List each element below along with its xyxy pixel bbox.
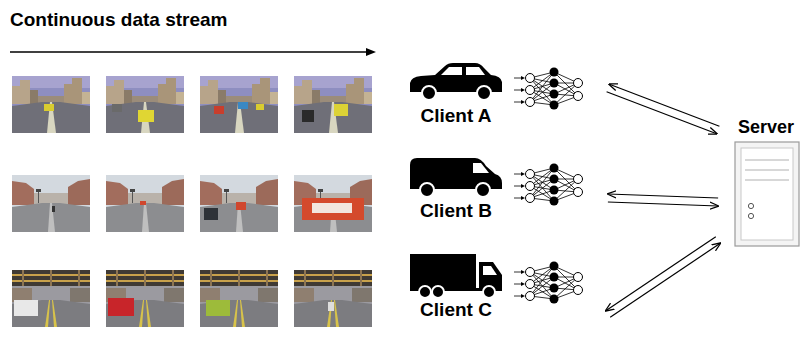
connector-arrow — [607, 92, 717, 134]
connector-arrow — [608, 202, 718, 206]
client-label: Client A — [405, 105, 507, 127]
client-node: Client B — [405, 157, 605, 226]
connector-arrow — [608, 194, 718, 198]
client-node: Client C — [405, 254, 605, 325]
client-label: Client C — [405, 299, 507, 321]
client-node: Client A — [405, 62, 605, 131]
connector-arrow — [606, 237, 716, 311]
title: Continuous data stream — [10, 9, 227, 31]
server-label: Server — [728, 117, 804, 138]
server-node: Server — [728, 114, 804, 252]
connector-arrow — [609, 84, 719, 126]
connector-arrow — [610, 243, 720, 317]
client-label: Client B — [405, 200, 507, 222]
